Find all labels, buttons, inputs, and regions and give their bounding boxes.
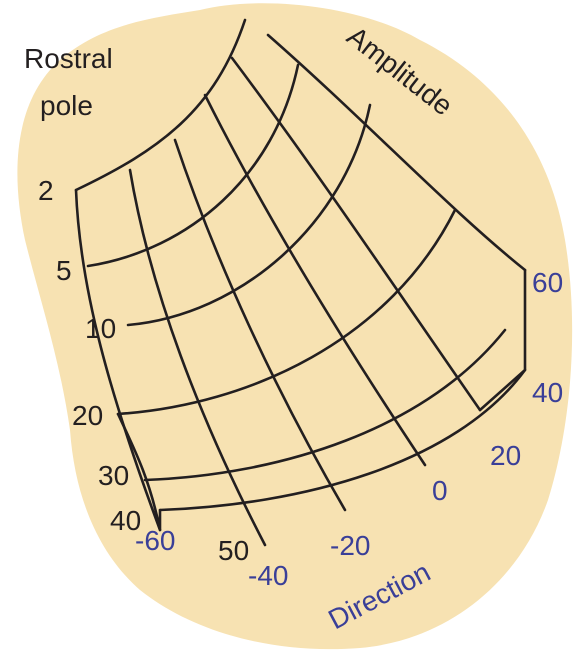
direction-tick-20: 20: [490, 440, 521, 471]
map-bottom-edge: [116, 412, 162, 532]
rostral-pole-label-line2: pole: [40, 90, 93, 121]
amplitude-tick-10: 10: [85, 313, 116, 344]
direction-tick-0: 0: [432, 475, 448, 506]
amplitude-tick-30: 30: [98, 460, 129, 491]
iso-direction-line-c: [173, 138, 347, 512]
direction-tick-minus20: -20: [330, 530, 370, 561]
iso-direction-line-e: [230, 56, 482, 412]
amplitude-tick-5: 5: [56, 255, 72, 286]
amplitude-tick-2: 2: [38, 175, 54, 206]
amplitude-tick-20: 20: [72, 400, 103, 431]
amplitude-tick-50: 50: [218, 535, 249, 566]
direction-tick-60: 60: [532, 267, 563, 298]
iso-direction-line-a: [74, 188, 162, 532]
iso-direction-line-d: [203, 93, 427, 467]
direction-tick-40: 40: [532, 377, 563, 408]
iso-direction-line-b: [128, 168, 267, 547]
map-right-edge: [478, 268, 527, 412]
iso-amplitude-line-5: [86, 63, 300, 268]
iso-amplitude-line-10: [126, 103, 372, 327]
amplitude-tick-40: 40: [110, 505, 141, 536]
iso-amplitude-line-20: [116, 208, 457, 416]
iso-direction-lines: [74, 33, 527, 547]
iso-direction-line-f: [266, 33, 527, 272]
iso-amplitude-line-40: [158, 368, 527, 512]
rostral-pole-label-line1: Rostral: [24, 43, 113, 74]
iso-amplitude-line-2: [74, 18, 247, 192]
iso-amplitude-line-30: [143, 328, 507, 482]
colliculus-outline: [17, 3, 573, 650]
direction-tick-minus60: -60: [135, 525, 175, 556]
direction-tick-minus40: -40: [248, 560, 288, 591]
iso-amplitude-lines: [74, 18, 527, 512]
